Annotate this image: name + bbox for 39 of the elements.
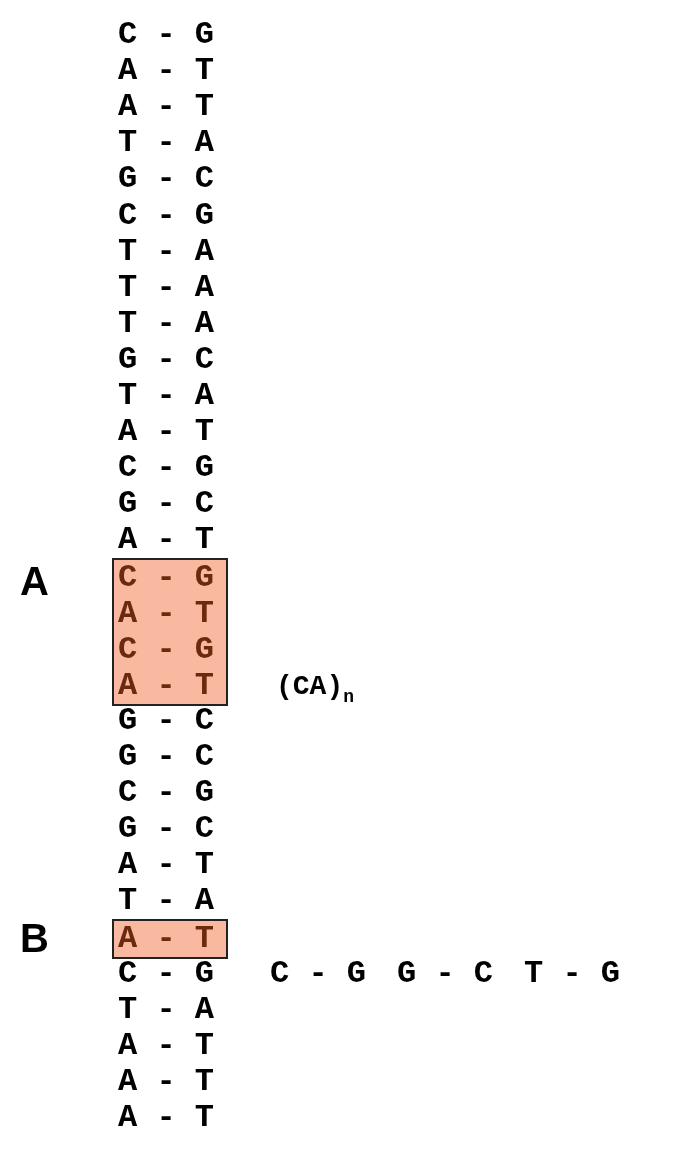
base-pair: A - T (118, 1100, 214, 1136)
base-pair: C - G (270, 955, 366, 992)
base-pair: T - A (118, 883, 214, 920)
base-pair: A - T (118, 920, 215, 957)
base-pair: G - C (118, 739, 214, 775)
base-pair: A - T (118, 414, 214, 451)
base-pair: G - C (397, 955, 493, 992)
base-pair: C - G (118, 450, 214, 487)
base-pair: G - C (118, 702, 214, 739)
base-pair: T - G (524, 955, 620, 992)
base-pair: A - T (118, 53, 214, 90)
panel-letter: B (20, 915, 49, 960)
base-pair: A - T (118, 522, 214, 559)
base-pair: T - A (118, 991, 214, 1028)
base-pair: A - T (118, 847, 214, 884)
base-pair: A - T (118, 667, 215, 704)
base-pair: T - A (118, 233, 214, 270)
repeat-label: (CA)$_{n}$ (276, 669, 355, 709)
base-pair: C - G (118, 17, 214, 53)
base-pair: G - C (118, 161, 214, 198)
highlight-box (112, 557, 228, 706)
base-pair: T - A (118, 305, 214, 342)
base-pair: T - A (118, 269, 214, 306)
base-pair: A - T (118, 1027, 214, 1064)
base-pair: G - C (118, 811, 214, 848)
base-pair: G - C (118, 486, 214, 523)
base-pair: C - G (118, 955, 214, 992)
panel-letter: A (20, 558, 49, 603)
highlight-box (112, 918, 228, 959)
base-pair: C - G (118, 197, 214, 234)
base-pair: C - G (118, 631, 215, 668)
base-pair: T - A (118, 378, 214, 414)
base-pair: G - C (118, 341, 214, 378)
base-pair: T - A (118, 125, 214, 162)
base-pair: A - T (118, 1063, 214, 1100)
base-pair: C - G (118, 775, 214, 812)
base-pair: A - T (118, 89, 214, 126)
base-pair: A - T (118, 595, 215, 632)
base-pair: C - G (118, 559, 215, 596)
